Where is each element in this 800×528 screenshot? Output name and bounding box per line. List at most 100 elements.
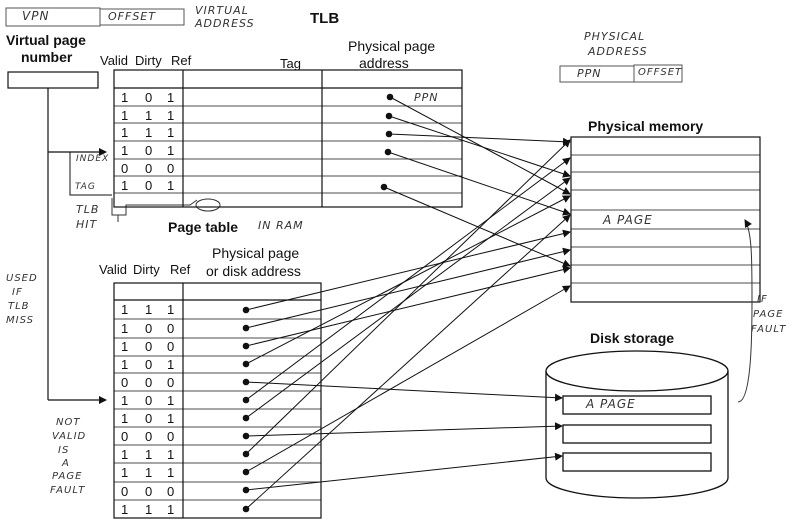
fault-annotation: FAULT	[50, 485, 86, 496]
pt-cell: 1	[121, 502, 129, 517]
a-page-disk-annotation: A PAGE	[586, 397, 636, 411]
is-annotation: IS	[58, 445, 70, 456]
pt-cell: 0	[145, 429, 153, 444]
pt-cell: 1	[167, 393, 175, 408]
valid-annotation: VALID	[52, 431, 87, 442]
virtual-page-number-box	[7, 71, 99, 89]
pt-cell: 0	[121, 429, 129, 444]
a-page-memory-annotation: A PAGE	[603, 213, 653, 227]
pt-cell: 1	[121, 447, 129, 462]
tlb-cell: 1	[167, 108, 175, 123]
tlb-cell: 1	[121, 90, 129, 105]
if-page-fault-2: PAGE	[753, 309, 784, 320]
if-annotation: IF	[12, 287, 23, 298]
tlb-address-header: address	[359, 55, 409, 71]
tag-annotation: TAG	[75, 182, 96, 192]
pt-cell: 0	[145, 321, 153, 336]
virtual-annotation: VIRTUAL	[195, 4, 249, 17]
tlb-arrows	[380, 93, 571, 267]
used-annotation: USED	[6, 273, 38, 284]
tlb-cell: 1	[145, 125, 153, 140]
a-annotation: A	[62, 458, 70, 469]
virtual-page-label: Virtual page	[6, 32, 86, 48]
pt-cell: 1	[121, 339, 129, 354]
pt-cell: 1	[167, 411, 175, 426]
pt-cell: 1	[145, 302, 153, 317]
pt-cell: 0	[121, 484, 129, 499]
pt-cell: 0	[167, 375, 175, 390]
pt-cell: 0	[167, 339, 175, 354]
disk-storage-label: Disk storage	[590, 330, 675, 346]
address2-annotation: ADDRESS	[588, 45, 648, 58]
pt-cell: 0	[167, 429, 175, 444]
physical-memory-label: Physical memory	[588, 118, 704, 134]
disk-storage-cylinder	[545, 350, 729, 499]
pt-dirty-header: Dirty	[133, 262, 160, 277]
tlb-cell: 0	[121, 161, 129, 176]
pt-cell: 1	[167, 447, 175, 462]
pt-cell: 1	[167, 357, 175, 372]
pt-cell: 1	[167, 302, 175, 317]
tlb-cell: 1	[167, 90, 175, 105]
physical-address-sketch	[559, 64, 683, 83]
vpn-annotation: VPN	[22, 9, 50, 23]
not-annotation: NOT	[56, 417, 81, 428]
pt-cell: 0	[121, 375, 129, 390]
pt-valid-header: Valid	[99, 262, 127, 277]
if-page-fault-1: IF	[757, 294, 768, 305]
tlb-table	[113, 69, 463, 208]
tlb-cell: 1	[121, 143, 129, 158]
tlb-hit-hit: HIT	[76, 218, 98, 231]
pt-cell: 1	[121, 321, 129, 336]
pt-cell: 1	[167, 465, 175, 480]
if-page-fault-3: FAULT	[751, 324, 787, 335]
tlb-cell: 1	[167, 125, 175, 140]
tlb-cell: 0	[145, 90, 153, 105]
pt-cell: 0	[145, 484, 153, 499]
page-annotation: PAGE	[52, 471, 83, 482]
tlb-ppn-annotation: PPN	[414, 91, 439, 104]
pt-cell: 1	[145, 502, 153, 517]
offset2-annotation: OFFSET	[638, 67, 683, 78]
pt-cell: 0	[145, 411, 153, 426]
tlb-cell: 0	[145, 143, 153, 158]
address-annotation: ADDRESS	[195, 17, 255, 30]
tlb-physical-page-header: Physical page	[348, 38, 436, 54]
pt-cell: 1	[145, 447, 153, 462]
pt-cell: 0	[167, 321, 175, 336]
tlb-tag-header: Tag	[280, 56, 301, 71]
pt-cell: 1	[121, 302, 129, 317]
pt-cell: 0	[167, 484, 175, 499]
physical-memory-block	[570, 136, 761, 303]
tlb-cell: 1	[121, 108, 129, 123]
pt-cell: 0	[145, 339, 153, 354]
page-table-arrows	[242, 139, 571, 513]
ppn-annotation: PPN	[577, 67, 602, 80]
tlb-cell: 1	[145, 108, 153, 123]
in-ram-annotation: IN RAM	[258, 219, 304, 232]
pt-cell: 1	[121, 411, 129, 426]
index-annotation: INDEX	[76, 154, 110, 164]
tlb-ref-header: Ref	[171, 53, 192, 68]
tlb-cell: 1	[121, 125, 129, 140]
pt-cell: 1	[121, 357, 129, 372]
tlb-cell: 0	[145, 161, 153, 176]
pt-cell: 0	[145, 393, 153, 408]
tlb-cell: 0	[167, 161, 175, 176]
tlb-cell: 1	[167, 178, 175, 193]
pt-ref-header: Ref	[170, 262, 191, 277]
tlb-cell: 0	[145, 178, 153, 193]
pt-cell: 1	[167, 502, 175, 517]
pt-cell: 0	[145, 375, 153, 390]
number-label: number	[21, 49, 73, 65]
tlb-cell: 1	[167, 143, 175, 158]
tlb-cell: 1	[121, 178, 129, 193]
pt-cell: 1	[121, 393, 129, 408]
page-table-grid	[113, 282, 322, 519]
tlb-hit-tlb: TLB	[76, 203, 100, 216]
pt-cell: 0	[145, 357, 153, 372]
tlb2-annotation: TLB	[8, 301, 30, 312]
virtual-address-sketch	[5, 7, 185, 27]
tlb-title: TLB	[310, 10, 340, 27]
